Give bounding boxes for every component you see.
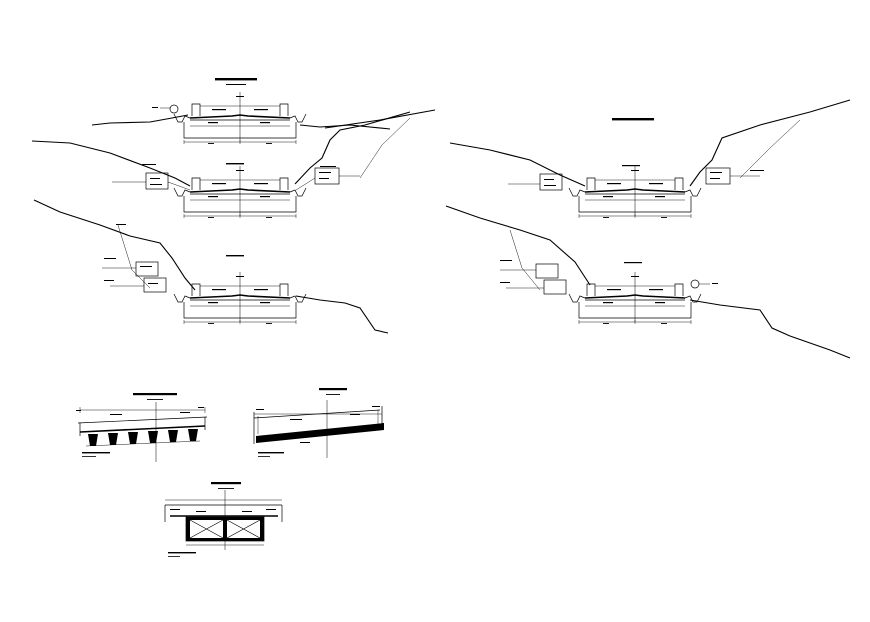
road-section-middle-left (31, 111, 411, 219)
road-section-upper-left (91, 78, 436, 145)
bridge-section-box-girder (164, 482, 283, 557)
road-section-lower-left (33, 199, 389, 334)
bridge-section-slab (253, 388, 384, 458)
road-section-upper-right (449, 99, 851, 219)
road-section-lower-right (445, 205, 851, 359)
bridge-section-girders (76, 393, 208, 462)
